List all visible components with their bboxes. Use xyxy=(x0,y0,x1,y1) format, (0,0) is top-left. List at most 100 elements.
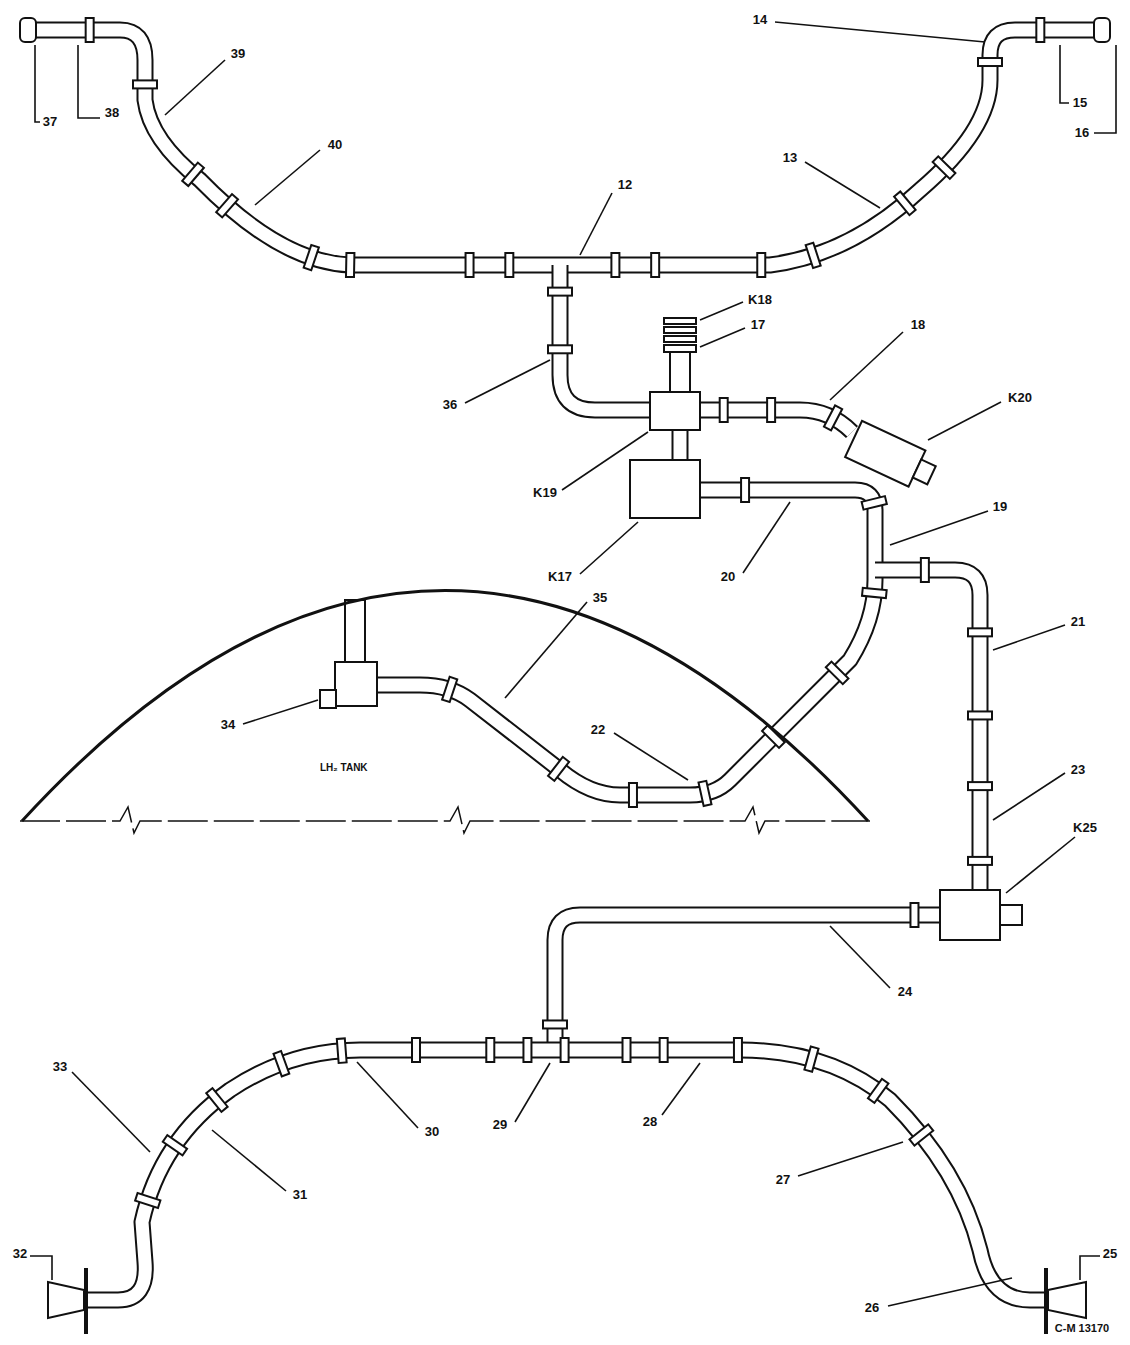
pipe-coupling xyxy=(548,757,569,781)
pipe-coupling xyxy=(548,288,572,296)
callout-number: 32 xyxy=(11,1247,29,1261)
callout-number: K18 xyxy=(746,293,774,307)
pipe-coupling xyxy=(804,1047,818,1072)
leader-line xyxy=(928,402,1001,440)
pipe-coupling xyxy=(466,253,474,277)
disc-k18 xyxy=(664,336,696,342)
pipe-coupling xyxy=(611,253,619,277)
pipe-outline xyxy=(875,570,980,890)
leader-line xyxy=(700,328,745,347)
callout-number: 23 xyxy=(1069,763,1087,777)
components xyxy=(20,18,1110,1334)
callout-number: 17 xyxy=(749,318,767,332)
callout-number: 20 xyxy=(719,570,737,584)
pipe-coupling xyxy=(968,628,992,636)
pipe-coupling xyxy=(862,588,887,598)
pipe-coupling xyxy=(968,857,992,865)
leader-line xyxy=(212,1130,286,1191)
callout-number: 25 xyxy=(1101,1247,1119,1261)
pipe-coupling xyxy=(968,782,992,790)
pipe-coupling xyxy=(163,1135,187,1155)
pipe-coupling xyxy=(824,405,842,430)
callout-number: 28 xyxy=(641,1115,659,1129)
valve-34-port xyxy=(320,690,336,708)
pipe-run xyxy=(875,570,980,890)
callout-number: 13 xyxy=(781,151,799,165)
callout-number: K17 xyxy=(546,570,574,584)
pipe-run-group xyxy=(30,30,1100,1300)
pipe-coupling xyxy=(1036,18,1044,42)
pipe-coupling xyxy=(561,1038,569,1062)
callout-number: 16 xyxy=(1073,126,1091,140)
callout-number: K19 xyxy=(531,486,559,500)
callout-number: K20 xyxy=(1006,391,1034,405)
pipe-run xyxy=(555,915,940,1050)
leader-line xyxy=(830,926,890,988)
valve-k19 xyxy=(650,392,700,430)
callout-number: 34 xyxy=(219,718,237,732)
leader-line xyxy=(993,625,1065,650)
tank-wall xyxy=(22,591,868,822)
leader-line xyxy=(805,162,880,208)
leader-line xyxy=(775,22,985,42)
callout-number: 35 xyxy=(591,591,609,605)
pipe-coupling xyxy=(862,496,887,509)
valve-k25 xyxy=(940,890,1000,940)
pipe-run xyxy=(560,265,650,410)
leader-line xyxy=(515,1063,550,1122)
pipe-coupling xyxy=(741,478,749,502)
pipe-coupling xyxy=(543,1020,567,1028)
leader-line xyxy=(798,1142,903,1176)
pipe-coupling xyxy=(133,80,157,88)
pipe-coupling xyxy=(660,1038,668,1062)
leader-line xyxy=(562,432,648,490)
pipe-coupling xyxy=(505,253,513,277)
nozzle-32 xyxy=(48,1282,84,1318)
valve-34 xyxy=(335,662,377,706)
leader-line xyxy=(743,502,790,573)
pipe-coupling xyxy=(968,711,992,719)
callout-number: 31 xyxy=(291,1188,309,1202)
pipe-outline xyxy=(30,30,1100,265)
pipe-coupling xyxy=(523,1038,531,1062)
pipe-coupling xyxy=(978,58,1002,66)
callout-number: C-M 13170 xyxy=(1053,1321,1111,1335)
leader-line xyxy=(505,602,587,698)
pipe-coupling xyxy=(216,194,238,217)
leader-line xyxy=(35,45,40,122)
callout-number: 30 xyxy=(423,1125,441,1139)
callout-number: 39 xyxy=(229,47,247,61)
tank-break-line xyxy=(20,807,870,833)
leader-line xyxy=(30,1256,52,1280)
pipe-coupling xyxy=(894,192,915,216)
leader-line xyxy=(890,511,988,545)
pipe-coupling xyxy=(826,662,849,685)
callout-number: 19 xyxy=(991,500,1009,514)
pipe-coupling xyxy=(910,903,918,927)
pipe-coupling xyxy=(933,156,956,178)
pipe-coupling xyxy=(412,1038,420,1062)
pipe-coupling xyxy=(346,253,354,277)
leader-line xyxy=(78,45,100,118)
leader-line xyxy=(993,773,1065,820)
valve-cap xyxy=(913,459,936,484)
valve-k17 xyxy=(630,460,700,518)
leader-line xyxy=(614,733,688,780)
leader-line xyxy=(1094,45,1116,133)
tank-shape xyxy=(20,585,870,830)
pipe-outline xyxy=(555,915,940,1050)
tank-label: LH₂ TANK xyxy=(320,762,368,773)
pipe-run xyxy=(674,430,687,462)
pipe-coupling xyxy=(806,243,821,268)
callout-number: 14 xyxy=(751,13,769,27)
pipe-coupling xyxy=(274,1051,290,1076)
leader-line xyxy=(662,1063,700,1115)
pipe-coupling xyxy=(921,558,929,582)
callout-number: 24 xyxy=(896,985,914,999)
nozzle-25 xyxy=(1048,1282,1086,1318)
fitting-17 xyxy=(670,352,690,392)
disc-k18 xyxy=(664,327,696,333)
pipe-coupling xyxy=(909,1124,933,1145)
pipe-coupling xyxy=(135,1193,160,1208)
